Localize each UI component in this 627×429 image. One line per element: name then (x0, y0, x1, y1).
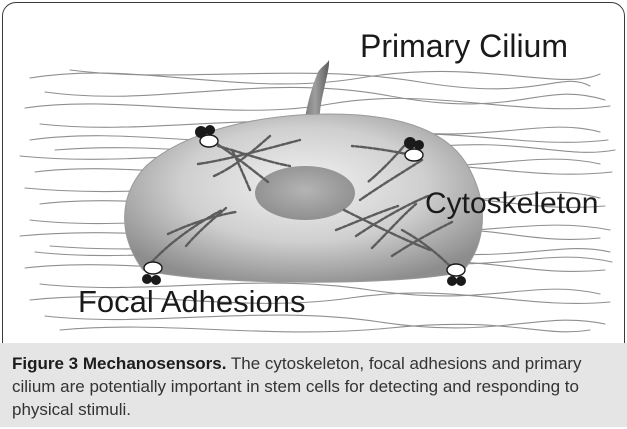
nucleus (255, 166, 355, 220)
focal-adhesion-bottom-right (447, 264, 466, 286)
focal-adhesions-label: Focal Adhesions (78, 284, 305, 320)
primary-cilium-label: Primary Cilium (360, 28, 568, 65)
figure-caption: Figure 3 Mechanosensors. The cytoskeleto… (12, 352, 612, 421)
cytoskeleton-label: Cytoskeleton (425, 187, 598, 221)
figure-number: Figure 3 (12, 354, 78, 373)
caption-title: Mechanosensors. (83, 354, 227, 373)
